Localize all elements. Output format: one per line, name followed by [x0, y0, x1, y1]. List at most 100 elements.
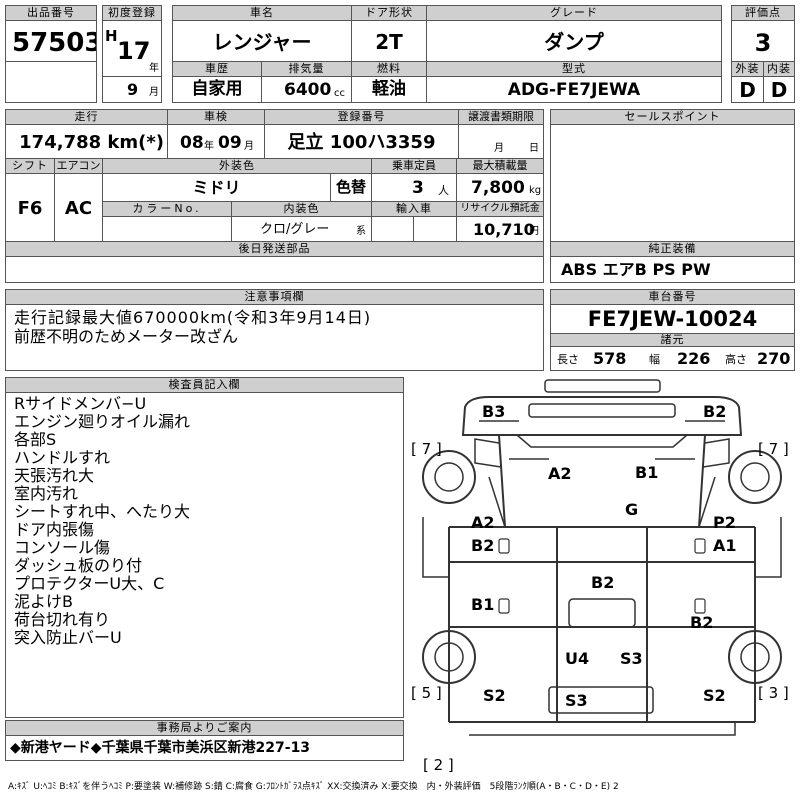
door-type-header: ドア形状 — [351, 5, 427, 21]
interior-grade-box: D — [763, 76, 795, 103]
chassis-box: FE7JEW-10024 — [550, 304, 795, 334]
specs-header: 諸元 — [550, 333, 795, 347]
chassis-number: FE7JEW-10024 — [587, 307, 758, 331]
damage-code-p2: P2 — [713, 513, 736, 532]
legend-text: A:ｷｽﾞ U:ﾍｺﾐ B:ｷｽﾞを伴うﾍｺﾐ P:要塗装 W:補修跡 S:錆 … — [8, 782, 619, 792]
model-box: ADG-FE7JEWA — [426, 76, 722, 103]
max-load: 7,800 — [471, 178, 525, 198]
inspection-month: 09 — [218, 133, 242, 153]
capacity-box: 3 人 — [371, 173, 457, 202]
specs-box: 長さ 578 幅 226 高さ 270 — [550, 346, 795, 371]
mileage-box: 174,788 km(*) — [5, 124, 168, 159]
office-header: 事務局よりご案内 — [5, 720, 404, 736]
interior-color-header: 内装色 — [231, 201, 372, 217]
model-header: 型式 — [426, 61, 722, 77]
tire-front-right: [ 7 ] — [758, 440, 789, 458]
import-box-b — [413, 216, 457, 242]
inspection-month-unit: 月 — [244, 141, 254, 152]
inspection-year: 08 — [180, 133, 204, 153]
damage-code-b2-left: B2 — [471, 536, 495, 555]
damage-code-s2-left: S2 — [483, 686, 506, 705]
office-info: ◆新港ヤード◆千葉県千葉市美浜区新港227-13 — [10, 740, 311, 756]
plate-number: 足立 100ハ3359 — [287, 132, 436, 153]
grade-box: ダンプ — [426, 20, 722, 62]
mileage: 174,788 km(*) — [19, 132, 164, 153]
notes-box: 走行記録最大値670000km(令和3年9月14日) 前歴不明のためメーター改ざ… — [5, 304, 544, 371]
model-code: ADG-FE7JEWA — [507, 80, 641, 100]
interior-color-suffix: 系 — [356, 226, 366, 237]
inspector-line: コンソール傷 — [14, 538, 111, 557]
height-value: 270 — [757, 349, 791, 368]
shift: F6 — [17, 198, 43, 219]
first-registration-header: 初度登録 — [102, 5, 162, 21]
equipment-header: 純正装備 — [550, 241, 795, 257]
registration-year: 17 — [117, 37, 151, 65]
damage-code-a1: A1 — [713, 536, 737, 555]
notes-line: 前歴不明のためメーター改ざん — [14, 327, 239, 346]
exterior-color: ミドリ — [192, 178, 241, 197]
interior-grade-header: 内装 — [763, 61, 795, 77]
registration-month-unit: 月 — [149, 87, 159, 98]
inspector-line: シートすれ中、へたり大 — [14, 502, 191, 521]
inspector-box: Rサイドメンバ−U エンジン廻りオイル漏れ 各部S ハンドルすれ 天張汚れ大 室… — [5, 392, 404, 718]
chassis-header: 車台番号 — [550, 289, 795, 305]
transfer-deadline-box: 月 日 — [458, 124, 544, 159]
car-name: レンジャー — [212, 30, 312, 54]
aircon-box: AC — [54, 173, 103, 242]
aircon: AC — [64, 198, 93, 219]
grade-header: グレード — [426, 5, 722, 21]
car-name-box: レンジャー — [172, 20, 352, 62]
history-header: 車歴 — [172, 61, 262, 77]
registration-month: 9 — [127, 80, 139, 99]
max-load-box: 7,800 kg — [456, 173, 544, 202]
color-no-header: カラーNo. — [102, 201, 232, 217]
inspector-line: ハンドルすれ — [14, 448, 111, 467]
damage-code-a2-left: A2 — [471, 513, 495, 532]
score-box: 3 — [731, 20, 795, 62]
inspector-line: ダッシュ板のり付 — [14, 556, 143, 575]
length-label: 長さ — [557, 353, 579, 366]
exterior-grade-header: 外装 — [731, 61, 764, 77]
office-box: ◆新港ヤード◆千葉県千葉市美浜区新港227-13 — [5, 735, 404, 761]
registration-year-unit: 年 — [149, 63, 159, 74]
tire-front-left: [ 7 ] — [411, 440, 442, 458]
inspector-line: 荷台切れ有り — [14, 610, 111, 629]
registration-era: H — [105, 27, 118, 45]
inspector-header: 検査員記入欄 — [5, 377, 404, 393]
grade: ダンプ — [544, 30, 604, 54]
notes-header: 注意事項欄 — [5, 289, 544, 305]
exterior-color-box: ミドリ — [102, 173, 331, 202]
damage-code-b1-cab: B1 — [635, 463, 659, 482]
repaint-box: 色替 — [330, 173, 372, 202]
interior-color-box: クロ/グレー 系 — [231, 216, 372, 242]
history: 自家用 — [191, 79, 243, 99]
recycle-box: 10,710 円 — [456, 216, 544, 242]
inspector-line: 各部S — [14, 430, 57, 449]
equipment: ABS エアB PS PW — [561, 260, 711, 279]
import-box-a — [371, 216, 414, 242]
score-header: 評価点 — [731, 5, 795, 21]
recycle-unit: 円 — [529, 226, 539, 237]
lot-number-header: 出品番号 — [5, 5, 97, 21]
damage-code-b2-mid: B2 — [591, 573, 615, 592]
tire-rear-left: [ 5 ] — [411, 684, 442, 702]
door-type: 2T — [375, 30, 403, 54]
length-value: 578 — [593, 349, 627, 368]
damage-code-s3-center: S3 — [620, 649, 643, 668]
inspector-line: エンジン廻りオイル漏れ — [14, 412, 191, 431]
registration-month-box: 9 月 — [102, 76, 162, 103]
inspector-line: 室内汚れ — [14, 484, 79, 503]
transfer-deadline-header: 譲渡書類期限 — [458, 109, 544, 125]
equipment-box: ABS エアB PS PW — [550, 256, 795, 283]
damage-code-u4: U4 — [565, 649, 590, 668]
notes-line: 走行記録最大値670000km(令和3年9月14日) — [14, 308, 372, 327]
damage-code-b2-top: B2 — [703, 402, 727, 421]
max-load-unit: kg — [529, 185, 542, 196]
exterior-color-header: 外装色 — [102, 158, 372, 174]
height-label: 高さ — [725, 353, 747, 366]
door-type-box: 2T — [351, 20, 427, 62]
inspector-line: ドア内張傷 — [14, 520, 95, 539]
inspector-line: 泥よけB — [14, 592, 73, 611]
inspector-line: 突入防止バーU — [14, 628, 122, 647]
displacement-box: 6400 cc — [261, 76, 352, 103]
